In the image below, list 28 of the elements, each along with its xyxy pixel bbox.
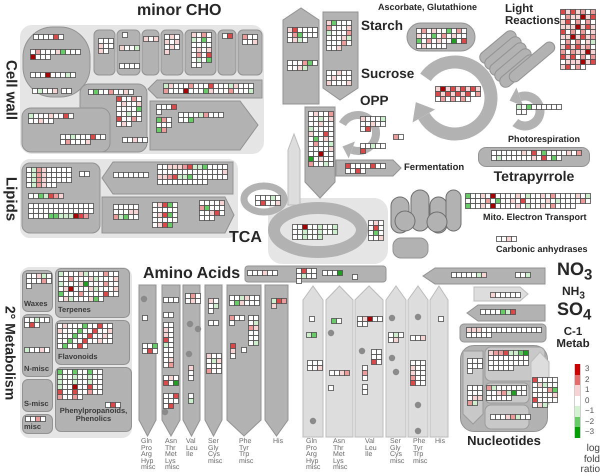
compound-label: NO$_{3}$ xyxy=(557,260,592,284)
scale-tick-label: 0 xyxy=(585,396,590,404)
pathway-label: Carbonic anhydrases xyxy=(496,245,588,254)
scale-title: log fold ratio xyxy=(580,444,600,476)
section-heading: Nucleotides xyxy=(467,434,541,448)
compound-label: NH$_{3}$ xyxy=(562,285,585,302)
scale-tick-label: 2 xyxy=(585,376,590,384)
compound-label: SO$_{4}$ xyxy=(557,300,592,324)
section-heading: Amino Acids xyxy=(143,266,240,283)
section-heading: TCA xyxy=(229,229,262,247)
scale-tick-label: −2 xyxy=(585,418,594,426)
pathway-label: Starch xyxy=(361,19,404,34)
pathway-label: Sucrose xyxy=(361,67,414,82)
section-heading: minor CHO xyxy=(137,3,222,20)
section-heading: 2° Metabolism xyxy=(2,305,18,400)
scale-tick-label: −1 xyxy=(585,407,594,415)
pathway-label: OPP xyxy=(360,94,389,108)
pathway-label: Light Reactions xyxy=(505,3,561,28)
pathway-label: Fermentation xyxy=(404,163,464,173)
scale-tick-label: −3 xyxy=(585,428,594,436)
pathway-label: C-1 Metab xyxy=(555,326,591,350)
pathway-label: Ascorbate, Glutathione xyxy=(378,3,478,12)
pathway-label: Mito. Electron Transport xyxy=(483,213,587,222)
section-heading: Tetrapyrrole xyxy=(494,169,574,184)
section-heading: Lipids xyxy=(2,176,18,221)
section-heading: Cell wall xyxy=(2,59,18,120)
scale-tick-label: 3 xyxy=(585,365,590,373)
scale-tick-label: 1 xyxy=(585,386,590,394)
